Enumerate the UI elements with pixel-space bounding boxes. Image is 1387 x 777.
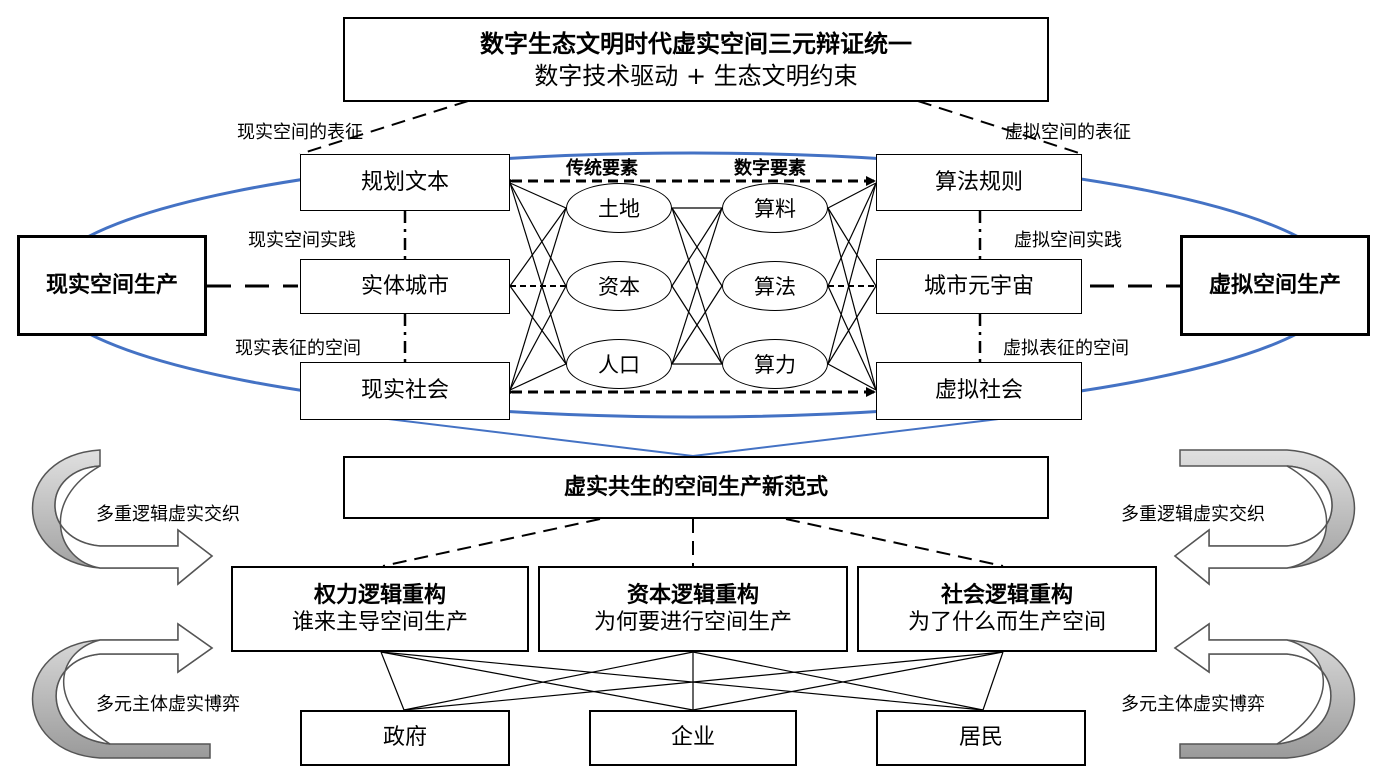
- dash-top-right: [917, 100, 1083, 155]
- cross-lines-middle: [671, 207, 723, 365]
- planning-text-box: 规划文本: [300, 154, 510, 211]
- planning-text-label: 规划文本: [360, 169, 449, 195]
- power-logic-box: 权力逻辑重构 谁来主导空间生产: [231, 566, 529, 652]
- population-oval: 人口: [566, 339, 672, 389]
- social-logic-box: 社会逻辑重构 为了什么而生产空间: [857, 566, 1157, 652]
- label-real-represented-space: 现实表征的空间: [235, 338, 361, 359]
- physical-city-label: 实体城市: [360, 273, 449, 299]
- virtual-society-box: 虚拟社会: [876, 362, 1082, 420]
- weave-label-right: 多重逻辑虚实交织: [1121, 504, 1265, 525]
- capital-logic-box: 资本逻辑重构 为何要进行空间生产: [538, 566, 848, 652]
- paradigm-label: 虚实共生的空间生产新范式: [563, 474, 828, 500]
- government-box: 政府: [300, 710, 510, 766]
- cross-lines-right: [827, 182, 877, 391]
- city-metaverse-label: 城市元宇宙: [923, 273, 1034, 299]
- land-oval: 土地: [566, 183, 672, 233]
- city-metaverse-box: 城市元宇宙: [876, 259, 1082, 314]
- real-society-box: 现实社会: [300, 362, 510, 420]
- label-virtual-represented-space: 虚拟表征的空间: [1003, 338, 1129, 359]
- label-real-practice: 现实空间实践: [248, 230, 356, 251]
- capital-logic-subtitle: 为何要进行空间生产: [593, 610, 792, 635]
- actor-lines: [380, 651, 1004, 711]
- label-virtual-representation: 虚拟空间的表征: [1005, 122, 1131, 143]
- label-traditional-elements: 传统要素: [566, 158, 638, 179]
- virtual-society-label: 虚拟社会: [934, 378, 1023, 404]
- government-label: 政府: [382, 725, 427, 751]
- dash-top-left: [299, 100, 469, 155]
- computing-power-oval: 算力: [722, 339, 828, 389]
- physical-city-box: 实体城市: [300, 259, 510, 314]
- game-label-left: 多元主体虚实博弈: [96, 694, 240, 715]
- dash-paradigm-left: [382, 518, 601, 567]
- weave-label-left: 多重逻辑虚实交织: [96, 504, 240, 525]
- label-real-representation: 现实空间的表征: [237, 122, 363, 143]
- algorithm-rules-label: 算法规则: [934, 169, 1023, 195]
- power-logic-subtitle: 谁来主导空间生产: [291, 610, 468, 635]
- right-upper-ring-arrow: [1173, 449, 1356, 586]
- residents-box: 居民: [876, 710, 1086, 766]
- real-space-production-box: 现实空间生产: [17, 235, 207, 336]
- enterprise-box: 企业: [589, 710, 797, 766]
- social-logic-title: 社会逻辑重构: [940, 582, 1073, 608]
- real-space-production-label: 现实空间生产: [45, 272, 178, 298]
- right-lower-ring-arrow: [1173, 622, 1356, 759]
- power-logic-title: 权力逻辑重构: [313, 582, 446, 608]
- left-lower-ring-arrow: [31, 622, 214, 759]
- residents-label: 居民: [958, 725, 1003, 751]
- dash-paradigm-right: [785, 518, 1004, 567]
- label-digital-elements: 数字要素: [734, 158, 806, 179]
- blue-line-right: [692, 417, 1008, 457]
- virtual-space-production-label: 虚拟空间生产: [1208, 272, 1341, 298]
- top-title: 数字生态文明时代虚实空间三元辩证统一: [480, 29, 912, 58]
- left-upper-ring-arrow: [31, 449, 214, 586]
- game-label-right: 多元主体虚实博弈: [1121, 694, 1265, 715]
- top-title-box: 数字生态文明时代虚实空间三元辩证统一 数字技术驱动 + 生态文明约束: [343, 17, 1049, 102]
- real-society-label: 现实社会: [360, 378, 449, 404]
- paradigm-box: 虚实共生的空间生产新范式: [343, 456, 1049, 519]
- virtual-space-production-box: 虚拟空间生产: [1180, 235, 1370, 336]
- top-subtitle: 数字技术驱动 + 生态文明约束: [534, 61, 858, 90]
- cross-lines-left: [509, 182, 567, 391]
- capital-logic-title: 资本逻辑重构: [626, 582, 759, 608]
- algorithm-oval: 算法: [722, 261, 828, 311]
- algorithm-rules-box: 算法规则: [876, 154, 1082, 211]
- social-logic-subtitle: 为了什么而生产空间: [907, 610, 1106, 635]
- enterprise-label: 企业: [670, 725, 715, 751]
- capital-oval: 资本: [566, 261, 672, 311]
- data-material-oval: 算料: [722, 183, 828, 233]
- label-virtual-practice: 虚拟空间实践: [1014, 230, 1122, 251]
- blue-line-left: [379, 417, 694, 457]
